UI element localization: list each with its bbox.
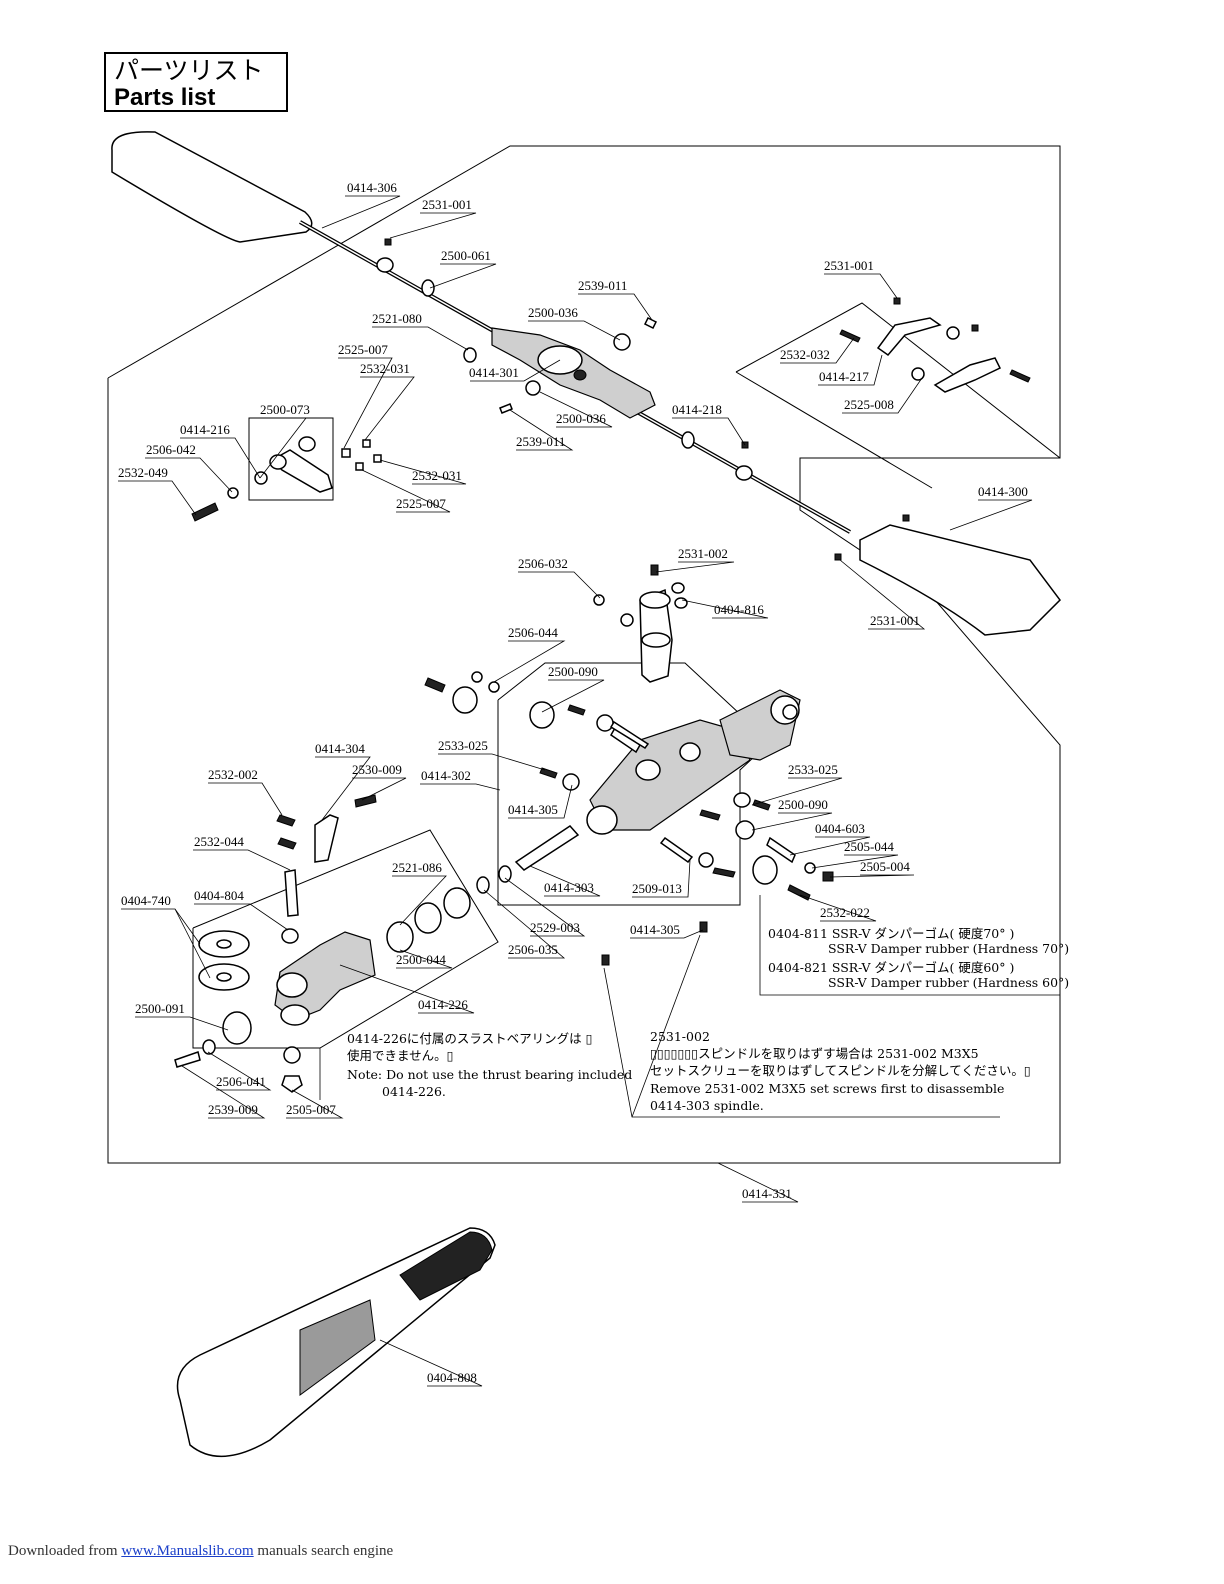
label-2500-036-a: 2500-036 — [528, 305, 578, 320]
label-0414-305-b: 0414-305 — [630, 922, 680, 937]
label-2505-007: 2505-007 — [286, 1102, 336, 1117]
label-2532-031-b: 2532-031 — [412, 468, 462, 483]
footer-prefix: Downloaded from — [8, 1543, 122, 1559]
parts-list-title-box: パーツリスト Parts list — [104, 52, 288, 112]
label-0414-331: 0414-331 — [742, 1186, 792, 1201]
label-2533-025-a: 2533-025 — [438, 738, 488, 753]
label-2509-013: 2509-013 — [632, 881, 682, 896]
label-2529-003: 2529-003 — [530, 920, 580, 935]
label-2500-090-a: 2500-090 — [548, 664, 598, 679]
control-arm-right-a — [876, 317, 942, 357]
blade-mesh-section — [299, 1299, 376, 1396]
control-arm-left — [270, 449, 333, 493]
control-arm-subframe — [735, 302, 1061, 459]
label-2521-086: 2521-086 — [392, 860, 442, 875]
manualslib-link[interactable]: www.Manualslib.com — [121, 1543, 254, 1559]
title-english: Parts list — [114, 84, 216, 111]
label-0414-217: 0414-217 — [819, 369, 869, 384]
damper-note-line2-en: SSR-V Damper rubber (Hardness 60°) — [828, 975, 1069, 990]
label-2532-049: 2532-049 — [118, 465, 168, 480]
label-2532-044: 2532-044 — [194, 834, 244, 849]
bearing-note-en1: Note: Do not use the thrust bearing incl… — [347, 1067, 632, 1082]
label-2530-009: 2530-009 — [352, 762, 402, 777]
label-2531-001-a: 2531-001 — [422, 197, 472, 212]
label-2531-001-b: 2531-001 — [824, 258, 874, 273]
label-0414-301: 0414-301 — [469, 365, 519, 380]
label-2506-044: 2506-044 — [508, 625, 558, 640]
head-block — [589, 719, 751, 831]
label-0404-740: 0404-740 — [121, 893, 171, 908]
label-0414-303: 0414-303 — [544, 880, 594, 895]
bearing-note-jp2: 使用できません。▯ — [347, 1048, 454, 1063]
damper-note-line1-en: SSR-V Damper rubber (Hardness 70°) — [828, 941, 1069, 956]
flybar-arm-0414-304 — [314, 814, 339, 863]
label-2521-080: 2521-080 — [372, 311, 422, 326]
label-2500-073: 2500-073 — [260, 402, 310, 417]
footer-suffix: manuals search engine — [253, 1543, 394, 1559]
label-2505-044: 2505-044 — [844, 839, 894, 854]
label-2539-009: 2539-009 — [208, 1102, 258, 1117]
label-0404-603: 0404-603 — [815, 821, 865, 836]
spindle-shaft — [514, 825, 580, 871]
label-0404-804: 0404-804 — [194, 888, 244, 903]
spindle-note-code: 2531-002 — [650, 1029, 710, 1044]
label-2500-091: 2500-091 — [135, 1001, 185, 1016]
label-2506-042: 2506-042 — [146, 442, 196, 457]
label-2525-007-a: 2525-007 — [338, 342, 388, 357]
label-2531-002-a: 2531-002 — [678, 546, 728, 561]
damper-note-line2: 0404-821 SSR-V ダンパーゴム( 硬度60° ) — [768, 960, 1014, 975]
flybar-paddle-right — [859, 524, 1061, 636]
title-japanese: パーツリスト — [114, 56, 264, 85]
seesaw-hub — [491, 327, 656, 419]
label-2532-022: 2532-022 — [820, 905, 870, 920]
label-2500-090-b: 2500-090 — [778, 797, 828, 812]
label-0414-226: 0414-226 — [418, 997, 468, 1012]
label-2532-031-a: 2532-031 — [360, 361, 410, 376]
spindle-note-jp1: ▯▯▯▯▯▯▯スピンドルを取りはずす場合は 2531-002 M3X5 — [650, 1046, 979, 1061]
spindle-note-en1: Remove 2531-002 M3X5 set screws first to… — [650, 1081, 1004, 1096]
download-footer: Downloaded from www.Manualslib.com manua… — [8, 1543, 393, 1560]
flybar-paddle-left — [111, 131, 313, 243]
assembly-frame — [107, 145, 1061, 1164]
spindle-note-en2: 0414-303 spindle. — [650, 1098, 764, 1113]
damper-note-line1: 0404-811 SSR-V ダンパーゴム( 硬度70° ) — [768, 926, 1014, 941]
label-2533-025-b: 2533-025 — [788, 762, 838, 777]
label-2506-041: 2506-041 — [216, 1074, 266, 1089]
label-0414-300: 0414-300 — [978, 484, 1028, 499]
label-0414-216: 0414-216 — [180, 422, 230, 437]
label-2532-002: 2532-002 — [208, 767, 258, 782]
label-2506-035: 2506-035 — [508, 942, 558, 957]
label-2525-008: 2525-008 — [844, 397, 894, 412]
label-0404-816: 0404-816 — [714, 602, 764, 617]
label-2500-036-b: 2500-036 — [556, 411, 606, 426]
control-arm-right-b — [933, 357, 1002, 393]
label-0414-302: 0414-302 — [421, 768, 471, 783]
label-2525-007-b: 2525-007 — [396, 496, 446, 511]
label-0414-218: 0414-218 — [672, 402, 722, 417]
bearing-note-en2: 0414-226. — [382, 1084, 446, 1099]
label-0404-808: 0404-808 — [427, 1370, 477, 1385]
label-2539-011-b: 2539-011 — [516, 434, 565, 449]
spindle-note-jp2: セットスクリューを取りはずしてスピンドルを分解してください。▯ — [650, 1063, 1031, 1078]
label-0414-305-a: 0414-305 — [508, 802, 558, 817]
label-2532-032: 2532-032 — [780, 347, 830, 362]
label-2506-032: 2506-032 — [518, 556, 568, 571]
label-2531-001-c: 2531-001 — [870, 613, 920, 628]
label-0414-306: 0414-306 — [347, 180, 397, 195]
label-0414-304: 0414-304 — [315, 741, 365, 756]
label-2500-061: 2500-061 — [441, 248, 491, 263]
label-2539-011-a: 2539-011 — [578, 278, 627, 293]
bearing-note-jp1: 0414-226に付属のスラストベアリングは ▯ — [347, 1031, 593, 1046]
label-2500-044: 2500-044 — [396, 952, 446, 967]
label-2505-004: 2505-004 — [860, 859, 910, 874]
